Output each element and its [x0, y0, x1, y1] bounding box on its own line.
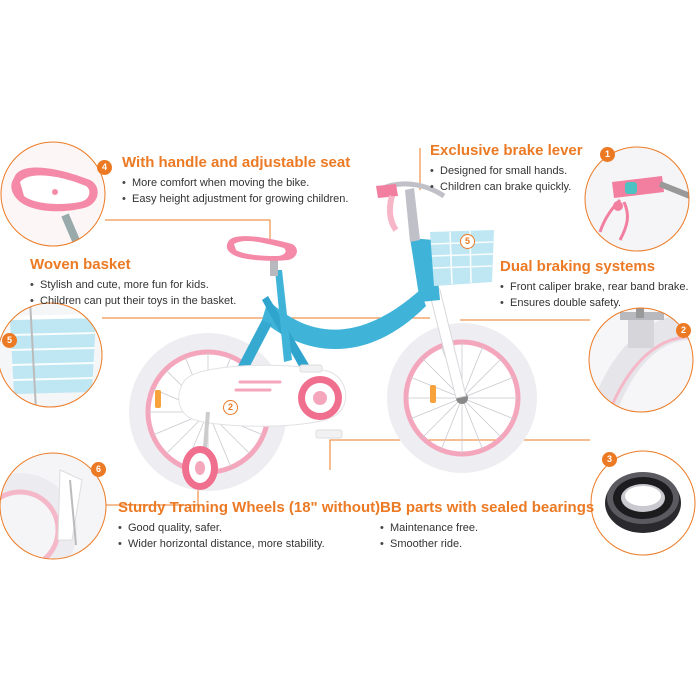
feature-title: With handle and adjustable seat — [122, 154, 351, 171]
feature-brake-lever: Exclusive brake lever Designed for small… — [430, 142, 583, 195]
bicycle: STAR — [129, 181, 537, 491]
feature-bullet: Easy height adjustment for growing child… — [122, 191, 350, 207]
feature-title: BB parts with sealed bearings — [380, 499, 595, 516]
basket-badge: 5 — [460, 234, 475, 249]
feature-basket: Woven basket Stylish and cute, more fun … — [30, 256, 236, 309]
feature-training-wheels: Sturdy Training Wheels (18" without) Goo… — [118, 499, 380, 552]
detail-basket-circle — [0, 302, 103, 408]
detail-training-wheel-circle — [0, 452, 107, 560]
feature-bullet: Designed for small hands. — [430, 163, 583, 179]
detail-seat-circle — [0, 141, 106, 247]
leader-line-seat — [105, 219, 271, 242]
feature-bullet: Maintenance free. — [380, 520, 594, 536]
detail-brake-lever-circle — [584, 146, 690, 252]
detail-bearing-circle — [590, 450, 696, 556]
front-wheel — [387, 323, 537, 473]
basket-detail-badge: 5 — [2, 333, 17, 348]
feature-title: Sturdy Training Wheels (18" without) — [118, 499, 381, 516]
feature-bullet: Front caliper brake, rear band brake. — [500, 279, 689, 295]
feature-title: Exclusive brake lever — [430, 142, 583, 159]
frame-brand-text: STAR — [389, 238, 407, 261]
feature-seat: With handle and adjustable seat More com… — [122, 154, 350, 207]
detail-caliper-brake-circle — [588, 307, 694, 413]
chainguard-badge: 2 — [223, 400, 238, 415]
seat-badge: 4 — [97, 160, 112, 175]
feature-bullet: Smoother ride. — [380, 536, 594, 552]
feature-title: Woven basket — [30, 256, 131, 273]
feature-bullet: Children can put their toys in the baske… — [30, 293, 236, 309]
feature-bullet: Ensures double safety. — [500, 295, 689, 311]
training-wheel-badge: 6 — [91, 462, 106, 477]
feature-title: Dual braking systems — [500, 258, 656, 275]
feature-bullet: Children can brake quickly. — [430, 179, 583, 195]
feature-dual-braking: Dual braking systems Front caliper brake… — [500, 258, 689, 311]
feature-bb-bearings: BB parts with sealed bearings Maintenanc… — [380, 499, 594, 552]
bearing-badge: 3 — [602, 452, 617, 467]
feature-bullet: Wider horizontal distance, more stabilit… — [118, 536, 380, 552]
feature-bullet: Good quality, safer. — [118, 520, 380, 536]
feature-bullet: Stylish and cute, more fun for kids. — [30, 277, 236, 293]
brake-lever-badge: 1 — [600, 147, 615, 162]
caliper-brake-badge: 2 — [676, 323, 691, 338]
feature-bullet: More comfort when moving the bike. — [122, 175, 350, 191]
